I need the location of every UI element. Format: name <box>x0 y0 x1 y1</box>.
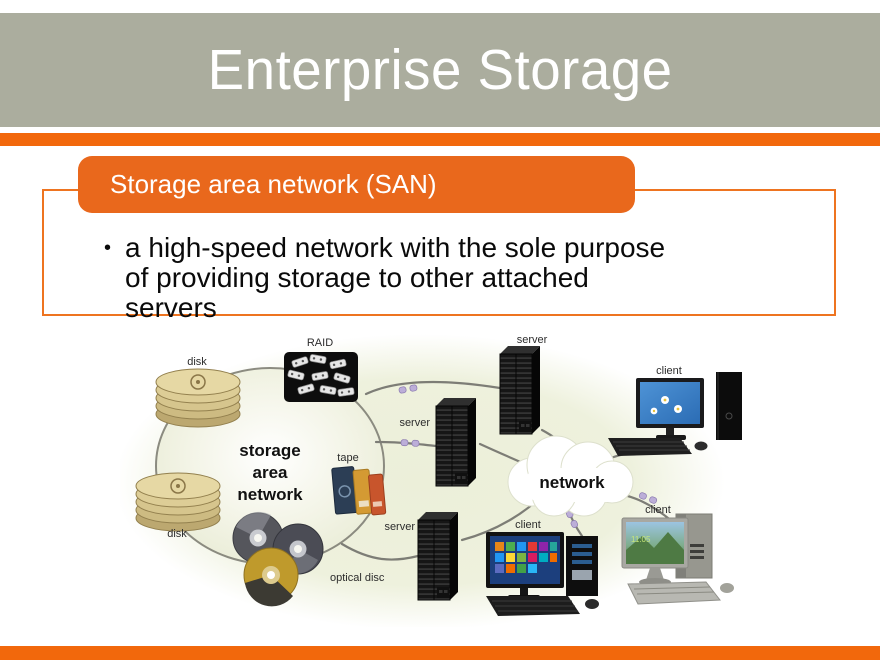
svg-text:server: server <box>399 417 430 429</box>
client-desktop-top-icon: client <box>608 365 742 456</box>
raid-array-icon: RAID <box>284 337 358 402</box>
server-tower-bottom-icon: server <box>384 511 459 601</box>
svg-text:client: client <box>656 365 682 377</box>
network-cloud: network <box>507 435 634 517</box>
tape-drives-icon: tape <box>331 452 387 516</box>
svg-text:client: client <box>515 519 541 531</box>
svg-text:11:05: 11:05 <box>631 535 651 544</box>
accent-strip-top <box>0 133 880 146</box>
client-desktop-bottom-right-icon: client 11:05 <box>621 504 734 605</box>
page-title: Enterprise Storage <box>207 38 673 102</box>
disk-stack-top-icon: disk <box>155 356 241 428</box>
section-callout: Storage area network (SAN) <box>78 156 635 213</box>
disk-stack-bottom-icon: disk <box>135 472 221 540</box>
svg-text:disk: disk <box>187 356 207 368</box>
svg-text:RAID: RAID <box>307 337 333 349</box>
svg-text:storage: storage <box>239 441 300 460</box>
svg-text:server: server <box>384 521 415 533</box>
svg-text:server: server <box>517 334 548 346</box>
client-desktop-bottom-middle-icon: client <box>486 519 599 616</box>
svg-text:disk: disk <box>167 528 187 540</box>
svg-text:tape: tape <box>337 452 358 464</box>
svg-text:network: network <box>237 485 303 504</box>
svg-text:client: client <box>645 504 671 516</box>
svg-text:optical disc: optical disc <box>330 572 385 584</box>
bullet-line-2: of providing storage to other attached <box>125 262 589 293</box>
server-tower-mid-icon: server <box>399 397 477 487</box>
bullet-item: • a high-speed network with the sole pur… <box>104 233 665 323</box>
section-title: Storage area network (SAN) <box>110 169 437 199</box>
slide-header: Enterprise Storage <box>0 13 880 127</box>
accent-strip-bottom <box>0 646 880 660</box>
svg-text:area: area <box>253 463 289 482</box>
optical-discs-icon: optical disc <box>232 511 385 607</box>
bullet-dot: • <box>104 237 112 259</box>
san-label: storage area network <box>237 441 303 504</box>
bullet-line-1: a high-speed network with the sole purpo… <box>125 232 666 263</box>
server-tower-top-icon: server <box>499 334 548 435</box>
svg-text:network: network <box>539 473 605 492</box>
bullet-text: a high-speed network with the sole purpo… <box>125 233 665 323</box>
san-diagram: storage area network disk RAID tape <box>120 334 742 627</box>
bullet-line-3: servers <box>125 292 217 323</box>
